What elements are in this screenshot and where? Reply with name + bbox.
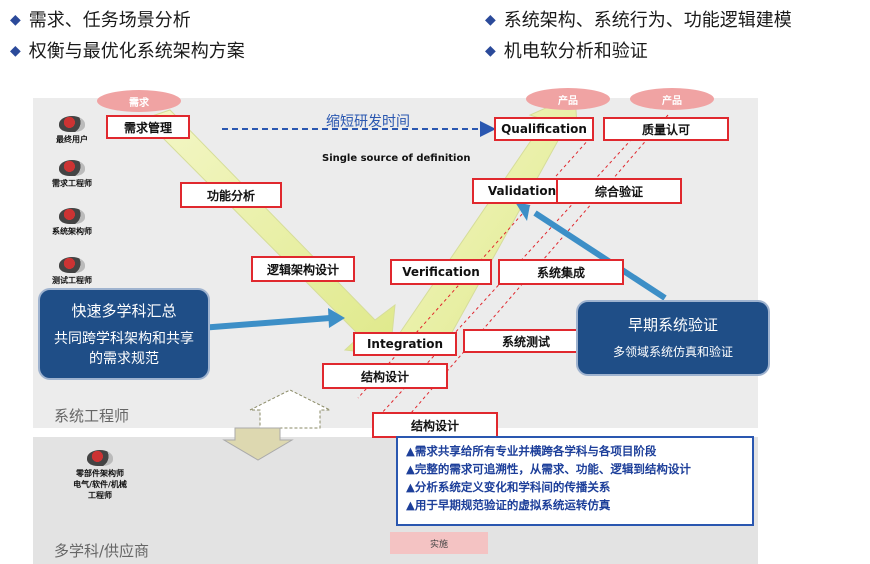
multidiscipline-label: 多学科/供应商 [54, 542, 150, 560]
bullet-1: ◆需求、任务场景分析 [10, 10, 191, 31]
role-req-engineer: 需求工程师 [42, 160, 102, 189]
single-source-label: Single source of definition [322, 153, 471, 164]
struct-design-box-2[interactable]: 结构设计 [372, 412, 498, 438]
person-icon [59, 160, 85, 176]
person-icon [59, 208, 85, 224]
bullet-2: ◆权衡与最优化系统架构方案 [10, 41, 245, 62]
note-item: ▲需求共享给所有专业并横跨各学科与各项目阶段 [406, 444, 657, 458]
demand-oval: 需求 [97, 90, 181, 112]
notes-box: ▲需求共享给所有专业并横跨各学科与各项目阶段 ▲完整的需求可追溯性，从需求、功能… [396, 436, 754, 526]
comprehensive-verify-box[interactable]: 综合验证 [556, 178, 682, 204]
struct-design-box-1[interactable]: 结构设计 [322, 363, 448, 389]
func-analysis-box[interactable]: 功能分析 [180, 182, 282, 208]
diamond-icon: ◆ [10, 12, 21, 28]
sys-test-box[interactable]: 系统测试 [463, 329, 589, 353]
person-icon [59, 116, 85, 132]
up-block-arrow [249, 389, 331, 429]
fast-multidiscipline-box: 快速多学科汇总 共同跨学科架构和共享的需求规范 [38, 288, 210, 380]
bullet-3: ◆系统架构、系统行为、功能逻辑建模 [485, 10, 792, 31]
sys-integration-box[interactable]: 系统集成 [498, 259, 624, 285]
req-mgmt-box[interactable]: 需求管理 [106, 115, 190, 139]
verification-box[interactable]: Verification [390, 259, 492, 285]
person-icon [59, 257, 85, 273]
diamond-icon: ◆ [485, 12, 496, 28]
integration-box[interactable]: Integration [353, 332, 457, 356]
logic-arch-box[interactable]: 逻辑架构设计 [251, 256, 355, 282]
systems-engineer-label: 系统工程师 [54, 407, 130, 425]
role-component: 零部件架构师电气/软件/机械工程师 [55, 450, 145, 501]
note-item: ▲用于早期规范验证的虚拟系统运转仿真 [406, 498, 611, 512]
down-block-arrow [222, 427, 294, 461]
product-oval-1: 产品 [526, 88, 610, 110]
role-end-user: 最终用户 [42, 116, 102, 145]
validation-box[interactable]: Validation [472, 178, 572, 204]
qualification-box[interactable]: Qualification [494, 117, 594, 141]
shorten-time-label: 缩短研发时间 [326, 114, 410, 130]
quality-approval-box[interactable]: 质量认可 [603, 117, 729, 141]
person-icon [87, 450, 113, 466]
early-verify-box: 早期系统验证 多领域系统仿真和验证 [576, 300, 770, 376]
bullet-4: ◆机电软分析和验证 [485, 41, 648, 62]
note-item: ▲分析系统定义变化和学科间的传播关系 [406, 480, 611, 494]
diamond-icon: ◆ [485, 43, 496, 59]
product-oval-2: 产品 [630, 88, 714, 110]
role-sys-architect: 系统架构师 [42, 208, 102, 237]
role-test-engineer: 测试工程师 [42, 257, 102, 286]
diamond-icon: ◆ [10, 43, 21, 59]
note-item: ▲完整的需求可追溯性，从需求、功能、逻辑到结构设计 [406, 462, 691, 476]
implement-tag: 实施 [390, 532, 488, 554]
